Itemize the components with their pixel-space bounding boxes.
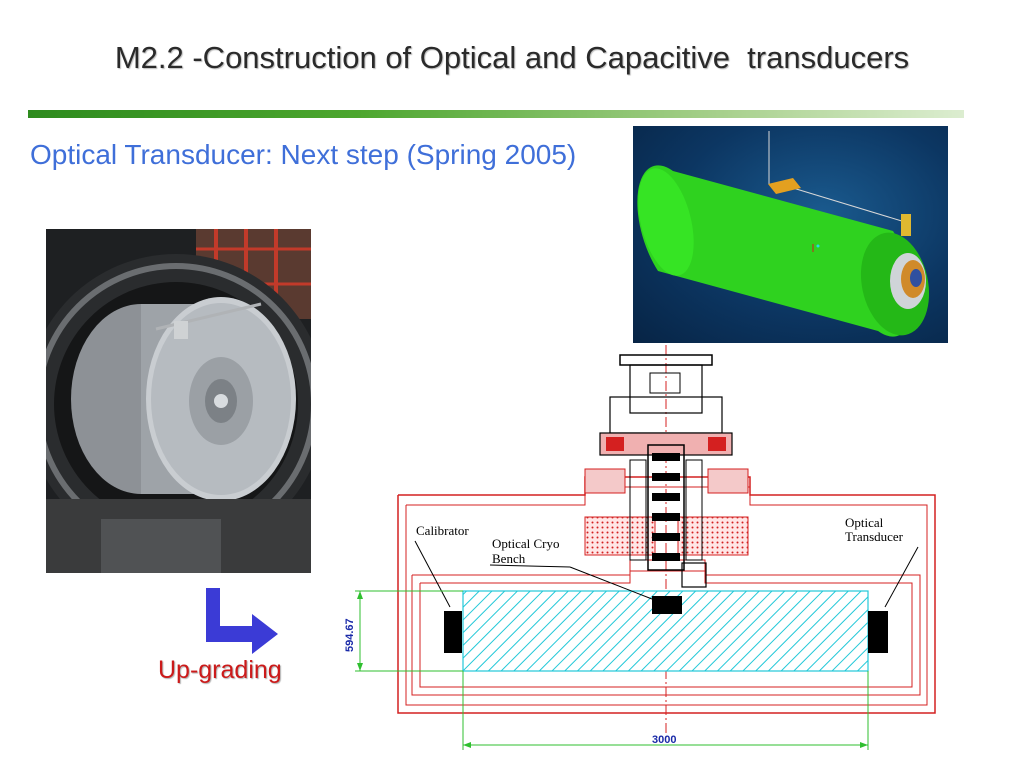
calibrator-label: Calibrator	[416, 523, 469, 538]
width-dimension-label: 3000	[652, 734, 676, 746]
optical-transducer-label-line2: Transducer	[845, 529, 904, 544]
upgrade-label: Up-grading	[158, 656, 282, 684]
height-dimension-label: 594.67	[344, 618, 356, 652]
optical-transducer-label-line1: Optical	[845, 515, 884, 530]
title-divider	[28, 110, 964, 118]
cad-cross-section: Calibrator Optical Cryo Bench Optical Tr…	[330, 345, 950, 755]
slide-title: M2.2 -Construction of Optical and Capaci…	[114, 40, 910, 75]
transducer-photo	[46, 229, 311, 573]
upgrade-arrow-icon	[200, 588, 282, 658]
cryo-bench-label-line2: Bench	[492, 551, 526, 566]
cryo-bench-label-line1: Optical Cryo	[492, 536, 560, 551]
slide-subtitle: Optical Transducer: Next step (Spring 20…	[30, 139, 577, 170]
transducer-3d-render	[633, 126, 948, 343]
